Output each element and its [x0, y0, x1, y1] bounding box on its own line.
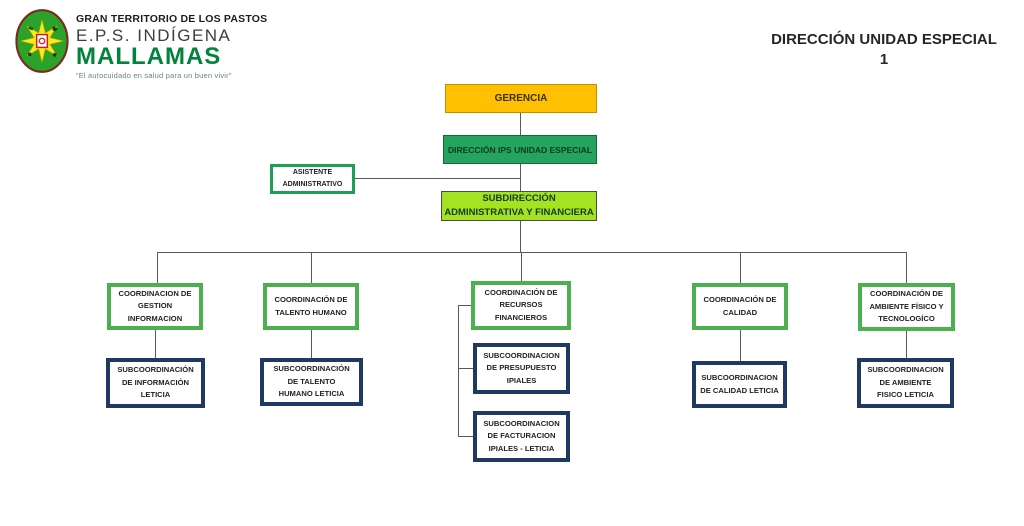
node-asistente-administrativo: ASISTENTE ADMINISTRATIVO	[270, 164, 355, 194]
connector-finance-bracket	[458, 305, 459, 437]
connector-ips-subdireccion	[520, 164, 521, 191]
node-subcoordinacion-calidad: SUBCOORDINACION DE CALIDAD LETICIA	[692, 361, 787, 408]
node-coordinacion-recursos-financieros: COORDINACIÓN DE RECURSOS FINANCIEROS	[471, 281, 571, 330]
node-subcoordinacion-presupuesto: SUBCOORDINACION DE PRESUPUESTO IPIALES	[473, 343, 570, 394]
node-subcoordinacion-talento: SUBCOORDINACIÓN DE TALENTO HUMANO LETICI…	[260, 358, 363, 406]
logo-eps-text: E.P.S. INDÍGENA	[76, 25, 232, 45]
connector-stub-facturacion	[458, 436, 473, 437]
logo: GRAN TERRITORIO DE LOS PASTOS E.P.S. IND…	[14, 8, 267, 79]
connector-drop-5	[906, 252, 907, 283]
connector-stub-coord3	[458, 305, 471, 306]
node-coordinacion-gestion-informacion: COORDINACION DE GESTION INFORMACION	[107, 283, 203, 330]
connector-stub-presupuesto	[458, 368, 473, 369]
node-subcoordinacion-facturacion: SUBCOORDINACION DE FACTURACION IPIALES -…	[473, 411, 570, 462]
logo-territory-text: GRAN TERRITORIO DE LOS PASTOS	[76, 13, 268, 25]
connector-drop-4	[740, 252, 741, 283]
node-coordinacion-calidad: COORDINACIÓN DE CALIDAD	[692, 283, 788, 330]
node-subcoordinacion-ambiente: SUBCOORDINACION DE AMBIENTE FISICO LETIC…	[857, 358, 954, 408]
node-subcoordinacion-informacion: SUBCOORDINACIÓN DE INFORMACIÓN LETICIA	[106, 358, 205, 408]
connector-coord2-sub2	[311, 330, 312, 358]
connector-coord5-sub5	[906, 331, 907, 358]
connector-coord4-sub4	[740, 330, 741, 361]
mallamas-emblem-icon	[15, 9, 69, 73]
node-direccion-ips: DIRECCIÓN IPS UNIDAD ESPECIAL	[443, 135, 597, 164]
connector-subdireccion-trunk	[520, 221, 521, 252]
connector-drop-3	[521, 252, 522, 281]
node-coordinacion-ambiente: COORDINACIÓN DE AMBIENTE FÍSICO Y TECNOL…	[858, 283, 955, 331]
page-title-line1: DIRECCIÓN UNIDAD ESPECIAL	[771, 31, 997, 48]
page-title-line2: 1	[879, 51, 889, 69]
connector-asistente	[355, 178, 520, 179]
logo-tagline-text: “El autocuidado en salud para un buen vi…	[76, 70, 232, 80]
logo-brand-text: MALLAMAS	[76, 42, 222, 70]
node-coordinacion-talento-humano: COORDINACIÓN DE TALENTO HUMANO	[263, 283, 359, 330]
node-subdireccion: SUBDIRECCIÓN ADMINISTRATIVA Y FINANCIERA	[441, 191, 597, 221]
connector-distribution	[157, 252, 907, 253]
node-gerencia: GERENCIA	[445, 84, 597, 113]
connector-drop-1	[157, 252, 158, 283]
connector-drop-2	[311, 252, 312, 283]
connector-coord1-sub1	[155, 330, 156, 358]
page-title: DIRECCIÓN UNIDAD ESPECIAL 1	[758, 30, 1010, 71]
connector-gerencia-ips	[520, 113, 521, 135]
